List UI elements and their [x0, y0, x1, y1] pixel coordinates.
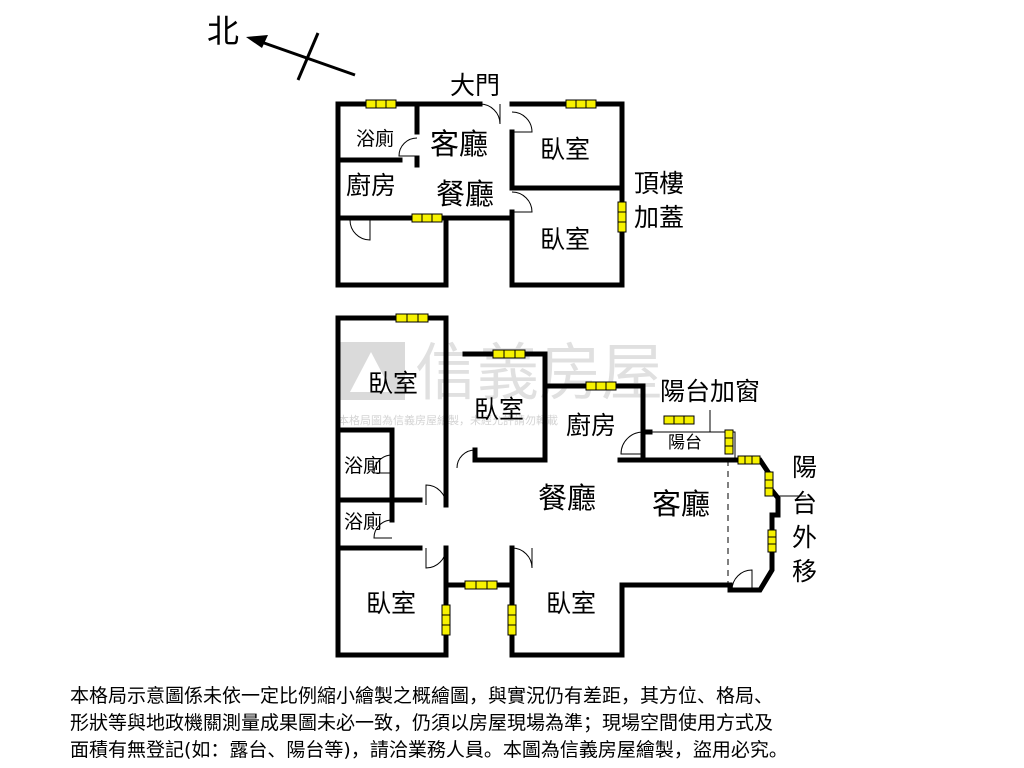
top-bedroom-2-label: 臥室	[540, 225, 590, 254]
top-living-label: 客廳	[430, 127, 488, 161]
disclaimer: 本格局示意圖係未依一定比例縮小繪製之概繪圖，與實況仍有差距，其方位、格局、 形狀…	[70, 683, 970, 764]
disclaimer-line-1: 本格局示意圖係未依一定比例縮小繪製之概繪圖，與實況仍有差距，其方位、格局、	[70, 685, 774, 707]
main-s-bedroom-window	[507, 604, 517, 636]
main-kitchen-door-swing	[620, 431, 644, 455]
top-kitchen-window	[411, 213, 443, 223]
main-balcony-outline	[650, 431, 736, 460]
main-balcony-window-top	[663, 415, 695, 425]
compass-cross-line	[296, 32, 320, 81]
floor-plan: 北 信義房屋 本格局圖為信義房屋繪製，未經允許請勿轉載	[207, 12, 817, 658]
north-label: 北	[207, 12, 239, 50]
balcony-extension-char-4: 移	[792, 557, 817, 586]
top-entrance-label: 大門	[450, 71, 500, 100]
balcony-extension-char-1: 陽	[792, 453, 817, 482]
main-nw-bedroom-label: 臥室	[368, 369, 418, 398]
main-bay-window-angle	[764, 471, 774, 497]
main-bath-2-door-swing	[373, 519, 393, 539]
main-center-bedroom-door-swing	[456, 449, 476, 469]
main-sw-bedroom-label: 臥室	[366, 589, 416, 618]
main-bath-1-door-swing	[373, 454, 393, 474]
main-sw-link-window	[464, 580, 498, 590]
disclaimer-line-3: 面積有無登記(如：露台、陽台等)，請洽業務人員。本圖為信義房屋繪製，盜用必究。	[70, 739, 788, 761]
top-annotation-line-2: 加蓋	[634, 203, 684, 232]
main-s-bedroom-label: 臥室	[546, 589, 596, 618]
main-bay-window-side	[767, 529, 777, 553]
main-entrance-door-swing	[731, 569, 753, 591]
top-bath-door-swing	[398, 137, 418, 157]
top-bath-label: 浴廁	[356, 127, 394, 150]
main-kitchen-partition	[640, 429, 653, 463]
main-center-bedroom-label: 臥室	[474, 395, 524, 424]
top-annotation-line-1: 頂樓	[634, 169, 684, 198]
top-bedroom-2-window	[617, 201, 627, 233]
north-arrow-head-icon	[246, 35, 268, 48]
top-bedroom-1-wall	[509, 129, 625, 191]
main-nw-bedroom-wall	[335, 315, 449, 508]
main-floor-plan: 臥室 臥室 浴廁 浴廁 廚房 陽台 餐廳 客廳 臥室 臥室 陽台加窗 陽 台 外…	[335, 313, 817, 658]
main-dining-label: 餐廳	[538, 481, 596, 515]
main-balcony-extension-wall	[725, 457, 781, 593]
main-sw-bedroom-window	[441, 604, 451, 636]
top-kitchen-label: 廚房	[346, 171, 396, 200]
main-bath-1-wall	[335, 427, 395, 503]
north-arrow-shaft	[249, 36, 356, 77]
top-dining-label: 餐廳	[436, 177, 494, 211]
top-bedroom-1-label: 臥室	[540, 135, 590, 164]
main-balcony-label: 陽台	[668, 433, 702, 453]
top-floor-plan: 大門 浴廁 客廳 臥室 廚房 餐廳 臥室 頂樓 加蓋	[335, 71, 684, 288]
main-bath-1-label: 浴廁	[344, 454, 382, 477]
top-bath-window	[365, 99, 397, 109]
watermark: 信義房屋 本格局圖為信義房屋繪製，未經允許請勿轉載	[338, 336, 663, 427]
compass: 北	[207, 12, 356, 81]
balcony-window-annotation: 陽台加窗	[660, 377, 760, 406]
main-kitchen-label: 廚房	[566, 411, 616, 440]
top-floor-outer-wall	[335, 101, 625, 288]
main-west-wall	[335, 315, 449, 658]
main-south-wall	[509, 545, 733, 658]
disclaimer-line-2: 形狀等與地政機關測量成果圖未必一致，仍須以房屋現場為準；現場空間使用方式及	[70, 712, 774, 734]
main-nw-bedroom-window	[395, 313, 429, 323]
main-kitchen-window	[585, 381, 617, 391]
main-center-bedroom-window	[492, 349, 526, 359]
top-kitchen-door-swing	[349, 219, 371, 241]
balcony-extension-char-2: 台	[792, 489, 817, 518]
top-bedroom-2-door-swing	[511, 191, 533, 213]
main-bay-window-top	[737, 455, 761, 465]
watermark-brand: 信義房屋	[415, 336, 663, 409]
balcony-extension-char-3: 外	[792, 523, 817, 552]
main-bath-2-label: 浴廁	[344, 510, 382, 533]
top-entrance-door-swing	[479, 103, 501, 125]
watermark-logo-mark-icon	[350, 352, 392, 392]
main-living-label: 客廳	[652, 487, 710, 521]
main-balcony-window-side	[724, 429, 734, 455]
main-nw-bedroom-door-swing	[425, 484, 447, 506]
main-s-bedroom-door-swing	[511, 547, 533, 569]
top-bedroom-1-door-swing	[511, 111, 533, 133]
main-sw-bedroom-door-swing	[425, 547, 447, 569]
top-bedroom-1-window	[565, 99, 597, 109]
